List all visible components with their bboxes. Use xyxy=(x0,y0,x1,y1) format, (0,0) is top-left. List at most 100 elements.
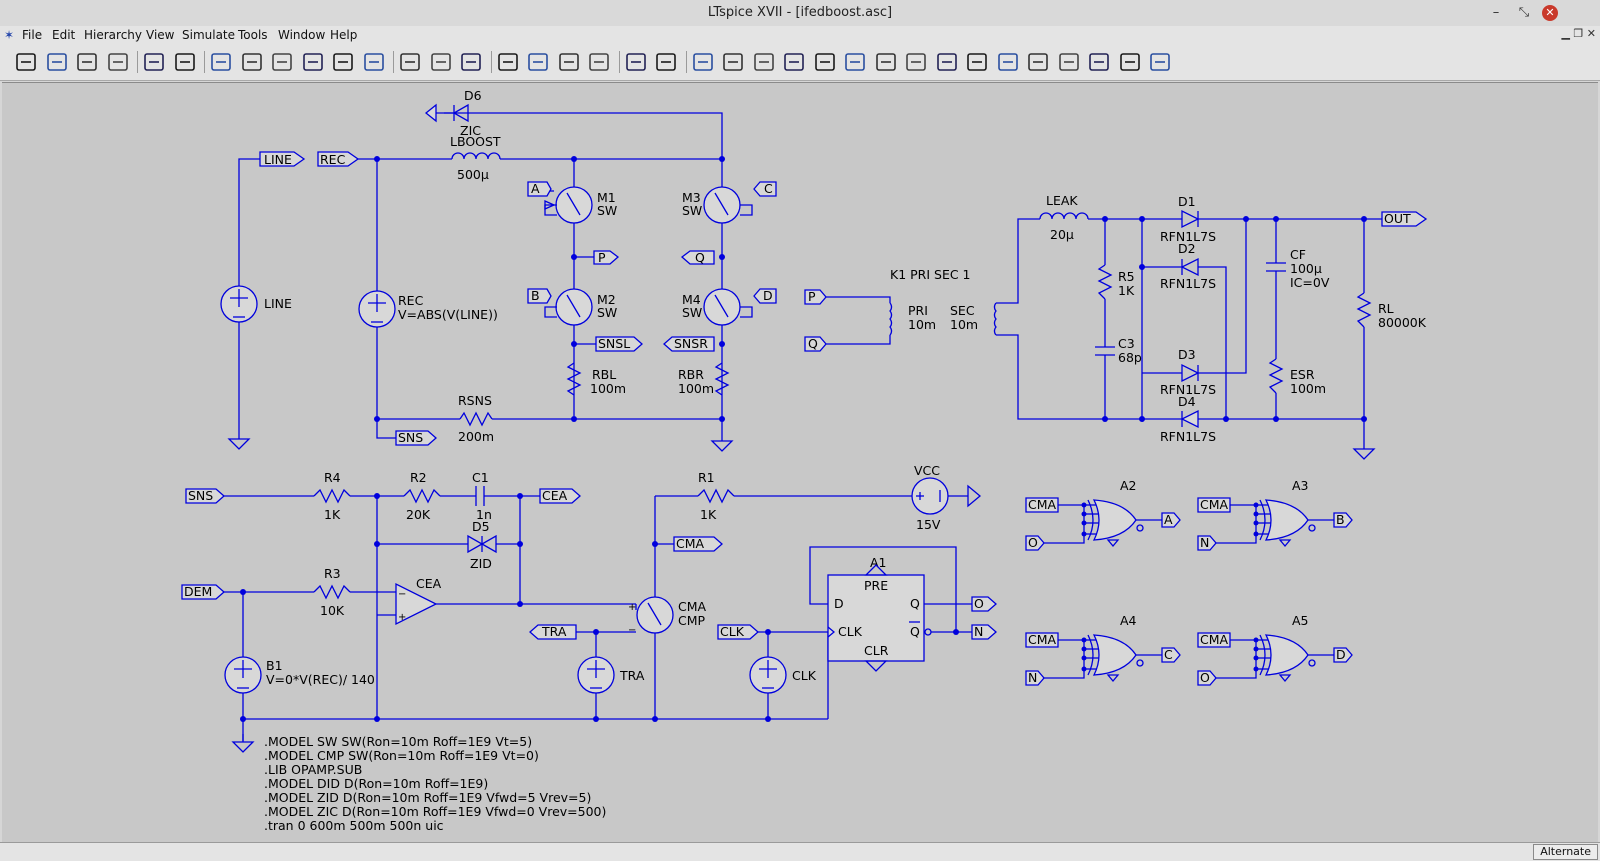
net-label-dem[interactable]: DEM xyxy=(181,584,225,600)
diode-d2[interactable]: D2 RFN1L7S xyxy=(1160,241,1216,291)
comparator-switch-cma[interactable]: + − CMA CMP xyxy=(628,596,707,636)
mdi-close-icon[interactable]: ✕ xyxy=(1586,27,1596,40)
control-panel-icon[interactable] xyxy=(106,50,130,74)
diode-d5[interactable]: D5 ZID xyxy=(467,519,497,571)
resistor-icon[interactable] xyxy=(782,50,806,74)
diode-icon[interactable] xyxy=(874,50,898,74)
rec-source[interactable]: REC V=ABS(V(LINE)) xyxy=(358,290,498,328)
menu-view[interactable]: View xyxy=(146,28,175,42)
cascade-icon[interactable] xyxy=(459,50,483,74)
zoom-in-icon[interactable] xyxy=(209,50,233,74)
capacitor-c1[interactable]: C1 1n xyxy=(472,470,492,522)
net-label-c[interactable]: C xyxy=(753,181,777,197)
resistor-r5[interactable]: R5 1K xyxy=(1097,264,1135,300)
net-label-a[interactable]: A xyxy=(527,181,552,197)
component-icon[interactable] xyxy=(904,50,928,74)
net-label-b[interactable]: B xyxy=(527,288,552,304)
zoom-fit-icon[interactable] xyxy=(301,50,325,74)
ground-icon[interactable] xyxy=(721,50,745,74)
draw-wire-icon[interactable] xyxy=(691,50,715,74)
net-label-d[interactable]: D xyxy=(753,288,777,304)
switch-m4[interactable]: M4 SW xyxy=(682,288,753,326)
net-label-snsr[interactable]: SNSR xyxy=(663,336,715,352)
capacitor-icon[interactable] xyxy=(813,50,837,74)
resistor-rl[interactable]: RL 80000K xyxy=(1356,292,1427,330)
menu-hierarchy[interactable]: Hierarchy xyxy=(84,28,143,42)
net-label-tra[interactable]: TRA xyxy=(529,624,577,640)
diode-d4[interactable]: D4 RFN1L7S xyxy=(1160,394,1216,444)
switch-m2[interactable]: M2 SW xyxy=(544,288,617,326)
net-label-p[interactable]: P xyxy=(593,250,620,265)
resistor-r1[interactable]: R1 1K xyxy=(697,470,735,522)
net-label-sns-ctrl[interactable]: SNS xyxy=(185,488,225,504)
resistor-r3[interactable]: R3 10K xyxy=(313,566,351,618)
resistor-rbl[interactable]: RBL 100m xyxy=(566,362,626,396)
tile-vertical-icon[interactable] xyxy=(429,50,453,74)
fft-icon[interactable] xyxy=(362,50,386,74)
flipflop-a1[interactable]: A1 PRE CLR D CLK Q Q xyxy=(827,555,932,672)
print-icon[interactable] xyxy=(654,50,678,74)
net-label-o-ff[interactable]: O xyxy=(971,596,997,612)
net-label-clk[interactable]: CLK xyxy=(717,624,759,640)
paste-icon[interactable] xyxy=(557,50,581,74)
menu-file[interactable]: File xyxy=(22,28,43,42)
tra-source[interactable]: TRA xyxy=(577,632,645,719)
app-menu-icon[interactable]: ✶ xyxy=(4,28,15,42)
capacitor-cf[interactable]: CF 100µ IC=0V xyxy=(1266,247,1330,290)
spice-directive-icon[interactable] xyxy=(1148,50,1172,74)
switch-m3[interactable]: M3 SW xyxy=(682,186,753,224)
opamp-cea[interactable]: − + CEA xyxy=(395,576,442,626)
diode-d1[interactable]: D1 RFN1L7S xyxy=(1160,194,1216,244)
net-label-sns-top[interactable]: SNS xyxy=(395,430,437,446)
net-label-out[interactable]: OUT xyxy=(1381,211,1428,227)
net-label-snsl[interactable]: SNSL xyxy=(595,336,643,352)
pan-icon[interactable] xyxy=(240,50,264,74)
spice-directives[interactable]: .MODEL SW SW(Ron=10m Roff=1E9 Vt=5) .MOD… xyxy=(264,734,606,833)
net-label-cma-mid[interactable]: CMA xyxy=(673,536,723,552)
diode-d6[interactable]: D6 ZIC xyxy=(424,88,723,159)
autorange-icon[interactable] xyxy=(331,50,355,74)
net-label-q-in[interactable]: Q xyxy=(804,336,827,352)
net-label-line[interactable]: LINE xyxy=(259,151,306,167)
menu-tools[interactable]: Tools xyxy=(238,28,268,42)
switch-m1[interactable]: M1 SW xyxy=(544,186,617,224)
resistor-r2[interactable]: R2 20K xyxy=(403,470,441,522)
net-label-rec[interactable]: REC xyxy=(317,151,360,167)
mdi-minimize-icon[interactable]: ▁ xyxy=(1561,27,1570,40)
menu-edit[interactable]: Edit xyxy=(52,28,76,42)
move-icon[interactable] xyxy=(935,50,959,74)
copy-icon[interactable] xyxy=(526,50,550,74)
inductor-pri[interactable]: PRI 10m xyxy=(889,302,936,336)
undo-icon[interactable] xyxy=(996,50,1020,74)
menu-help[interactable]: Help xyxy=(330,28,358,42)
menu-simulate[interactable]: Simulate xyxy=(182,28,236,42)
print-preview-icon[interactable] xyxy=(624,50,648,74)
redo-icon[interactable] xyxy=(1026,50,1050,74)
save-icon[interactable] xyxy=(75,50,99,74)
close-icon[interactable]: ✕ xyxy=(1542,5,1558,21)
tile-horizontal-icon[interactable] xyxy=(398,50,422,74)
b1-source[interactable]: B1 V=0*V(REC)/ 140 xyxy=(224,592,375,741)
menu-window[interactable]: Window xyxy=(278,28,326,42)
zoom-out-icon[interactable] xyxy=(270,50,294,74)
schematic-canvas[interactable]: LINE LINE REC REC V=ABS(V(LINE)) D6 ZIC … xyxy=(2,82,1598,843)
net-label-cea[interactable]: CEA xyxy=(539,488,581,504)
capacitor-c3[interactable]: C3 68p xyxy=(1095,336,1142,365)
clk-source[interactable]: CLK xyxy=(749,632,817,719)
mdi-restore-icon[interactable]: ❐ xyxy=(1573,27,1584,40)
find-icon[interactable] xyxy=(587,50,611,74)
net-label-p-in[interactable]: P xyxy=(804,289,827,305)
restore-icon[interactable]: ⤡ xyxy=(1518,5,1530,20)
line-source[interactable]: LINE xyxy=(220,158,292,431)
inductor-sec[interactable]: SEC 10m xyxy=(950,302,997,336)
text-icon[interactable] xyxy=(1118,50,1142,74)
diode-d3[interactable]: D3 RFN1L7S xyxy=(1160,347,1216,397)
probe-icon[interactable] xyxy=(142,50,166,74)
resistor-rsns[interactable]: RSNS 200m xyxy=(458,393,494,444)
halt-icon[interactable] xyxy=(173,50,197,74)
resistor-r4[interactable]: R4 1K xyxy=(313,470,351,522)
resistor-esr[interactable]: ESR 100m xyxy=(1268,358,1326,396)
